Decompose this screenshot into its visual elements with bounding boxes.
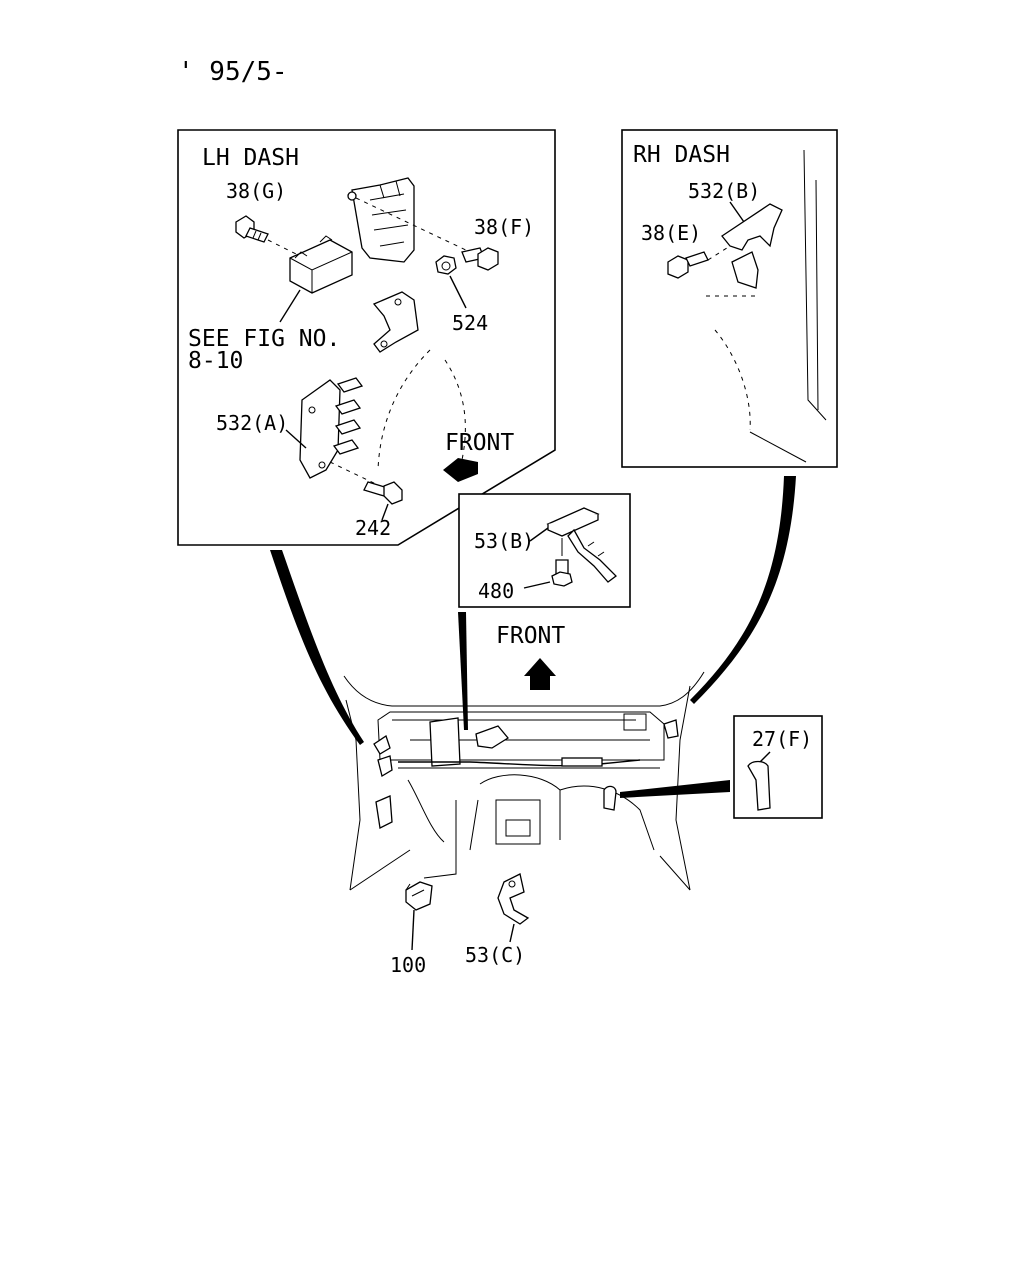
bracket-53b-icon (546, 507, 617, 583)
callout-532a: 532(A) (216, 411, 288, 435)
bracket-53b-location (475, 725, 509, 749)
date-code: ' 95/5- (178, 57, 288, 87)
rh-panel-frame (621, 129, 838, 468)
front-arrow-main-icon (524, 658, 556, 690)
rh-pillar-edge (803, 149, 827, 421)
front-label-main: FRONT (496, 623, 565, 649)
callout-524: 524 (452, 311, 488, 335)
floor-outline (349, 849, 691, 891)
bracket-532b-icon (721, 203, 783, 289)
center-inset-frame (458, 493, 631, 608)
leader-center (458, 612, 468, 730)
center-inset: 53(B) 480 (458, 493, 631, 608)
clip-27f-location (603, 785, 617, 811)
rh-side-component (663, 719, 679, 739)
mount-bracket-icon (372, 291, 419, 353)
lh-dash-panel: LH DASH 38(G) 38(F) (177, 129, 556, 546)
main-vehicle-view: FRONT 100 (343, 623, 705, 977)
see-fig-note: SEE FIG NO. (188, 326, 340, 352)
right-pillar (675, 685, 691, 891)
nut-524-icon (435, 255, 457, 275)
front-label-lh: FRONT (445, 430, 514, 456)
rh-panel-title: RH DASH (633, 142, 730, 168)
bracket-53c-icon (497, 873, 530, 925)
windshield-outline (343, 671, 705, 707)
front-arrow-icon (443, 458, 478, 482)
relay-box-icon (289, 235, 353, 294)
callout-38e: 38(E) (641, 221, 701, 245)
callout-38g: 38(G) (226, 179, 286, 203)
lh-side-components (373, 734, 393, 829)
bolt-38g-icon (235, 215, 269, 243)
leader-rh (690, 476, 796, 704)
left-pillar (345, 699, 361, 891)
callout-100: 100 (390, 953, 426, 977)
callout-27f: 27(F) (752, 727, 812, 751)
dashboard (377, 711, 665, 761)
lh-panel-title: LH DASH (202, 145, 299, 171)
bolt-480-icon (551, 559, 573, 587)
clip-27f-icon (747, 760, 771, 811)
heater-unit (429, 717, 461, 767)
rh-dash-panel: RH DASH 532(B) 38(E) (621, 129, 838, 468)
clip-inset: 27(F) (733, 715, 823, 819)
relay-bracket-532a-icon (299, 377, 364, 479)
leader-100 (423, 800, 457, 879)
callout-38f: 38(F) (474, 215, 534, 239)
center-console (495, 799, 541, 845)
bolt-38f-icon (461, 247, 499, 271)
dash-outline-rh (714, 329, 751, 431)
callout-532b: 532(B) (688, 179, 760, 203)
callout-53c: 53(C) (465, 943, 525, 967)
leader-clip (620, 780, 730, 798)
bolt-242-icon (363, 481, 403, 505)
callout-53b: 53(B) (474, 529, 534, 553)
see-fig-number: 8-10 (188, 348, 243, 374)
callout-480: 480 (478, 579, 514, 603)
console-outline (407, 774, 561, 851)
leader-lh (270, 550, 364, 745)
relay-bracket-icon (347, 177, 415, 263)
bolt-38e-icon (667, 251, 709, 279)
dash-outline-lh (377, 349, 431, 471)
clip-100-icon (405, 881, 433, 911)
callout-242: 242 (355, 516, 391, 540)
